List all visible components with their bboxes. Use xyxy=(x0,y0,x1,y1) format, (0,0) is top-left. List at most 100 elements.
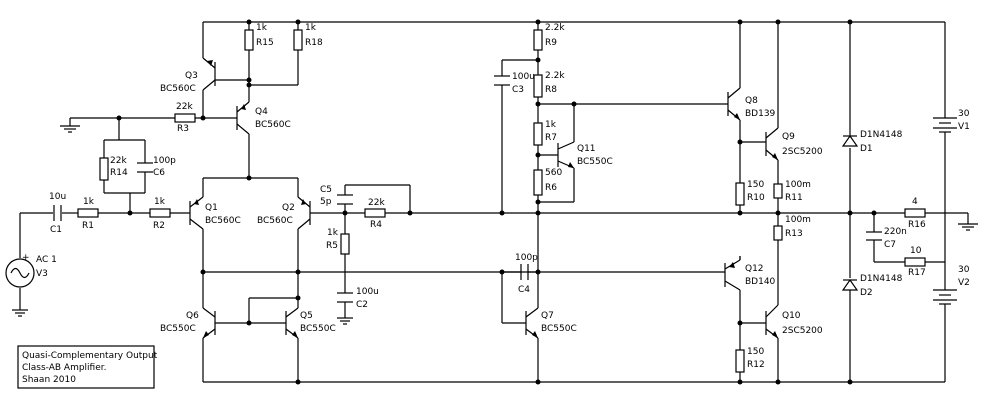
q4-value: BC560C xyxy=(255,120,291,130)
transistor-q8 xyxy=(727,87,741,121)
d1-ref: D1 xyxy=(860,144,873,154)
r4-ref: R4 xyxy=(370,220,382,230)
d2-ref: D2 xyxy=(860,288,873,298)
q4-ref: Q4 xyxy=(255,107,268,117)
resistor-r17 xyxy=(904,257,926,267)
resistor-r3 xyxy=(174,113,196,123)
c5-ref: C5 xyxy=(320,185,332,195)
r1-ref: R1 xyxy=(82,221,94,231)
q6-ref: Q6 xyxy=(186,311,199,321)
c2-ref: C2 xyxy=(356,300,368,310)
note-line-3: Shaan 2010 xyxy=(22,375,76,385)
r16-ref: R16 xyxy=(908,220,926,230)
transistor-q6 xyxy=(202,307,216,339)
d1-value: D1N4148 xyxy=(860,130,903,140)
r2-value: 1k xyxy=(154,197,166,207)
transistor-q3 xyxy=(202,57,216,91)
q11-ref: Q11 xyxy=(577,144,596,154)
r18-value: 1k xyxy=(305,23,317,33)
resistor-r5 xyxy=(340,233,350,255)
transistor-q10 xyxy=(765,304,779,339)
note-line-1: Quasi-Complementary Output xyxy=(22,351,158,361)
r6-ref: R6 xyxy=(545,183,557,193)
q1-ref: Q1 xyxy=(205,203,218,213)
capacitor-c1 xyxy=(53,205,62,221)
r7-ref: R7 xyxy=(545,133,557,143)
r5-ref: R5 xyxy=(326,241,338,251)
c7-ref: C7 xyxy=(884,240,896,250)
ground-symbol-c2 xyxy=(337,317,353,325)
r4-value: 22k xyxy=(368,198,385,208)
r13-ref: R13 xyxy=(785,229,803,239)
note-box xyxy=(17,345,155,389)
r17-value: 10 xyxy=(910,246,922,256)
r15-ref: R15 xyxy=(256,38,274,48)
ground-symbol-input xyxy=(12,309,28,317)
diodes xyxy=(841,134,859,291)
q5-ref: Q5 xyxy=(300,311,313,321)
v2-value: 30 xyxy=(958,265,970,275)
q2-value: BC560C xyxy=(257,216,293,226)
resistor-r13 xyxy=(773,225,783,241)
capacitor-c6 xyxy=(137,162,153,173)
r3-value: 22k xyxy=(176,102,193,112)
capacitor-c5 xyxy=(337,194,353,205)
c2-value: 100u xyxy=(356,287,379,297)
d2-value: D1N4148 xyxy=(860,274,903,284)
q7-value: BC550C xyxy=(541,324,577,334)
q11-value: BC550C xyxy=(577,157,613,167)
resistor-r16 xyxy=(904,208,926,218)
wires xyxy=(19,21,969,383)
q10-value: 2SC5200 xyxy=(782,326,823,336)
transistor-q4 xyxy=(236,101,250,135)
dc-source-v2 xyxy=(933,289,957,305)
resistor-r18 xyxy=(293,29,303,51)
r17-ref: R17 xyxy=(908,268,926,278)
transistor-q12 xyxy=(724,256,741,291)
q12-ref: Q12 xyxy=(745,264,764,274)
v2-ref: V2 xyxy=(958,278,970,288)
transistor-q5 xyxy=(285,307,299,339)
capacitor-c7 xyxy=(866,231,882,241)
transistor-q9 xyxy=(765,127,779,161)
resistor-r1 xyxy=(77,208,99,218)
r14-value: 22k xyxy=(110,156,127,166)
c7-value: 220n xyxy=(884,227,907,237)
ground-symbol-load xyxy=(958,223,978,231)
v3-plus: + xyxy=(22,253,30,263)
grounds xyxy=(12,125,978,325)
resistor-r10 xyxy=(735,182,745,206)
r12-ref: R12 xyxy=(747,360,765,370)
q6-value: BC550C xyxy=(160,324,196,334)
capacitor-c3 xyxy=(494,75,510,86)
q8-ref: Q8 xyxy=(745,96,758,106)
v3-ref: V3 xyxy=(36,269,48,279)
v1-value: 30 xyxy=(958,109,970,119)
c6-value: 100p xyxy=(153,156,176,166)
resistor-r15 xyxy=(244,29,254,51)
r18-ref: R18 xyxy=(305,38,323,48)
r5-value: 1k xyxy=(327,228,339,238)
r11-ref: R11 xyxy=(785,193,803,203)
r1-value: 1k xyxy=(83,197,95,207)
dc-source-v1 xyxy=(933,117,957,133)
resistor-r8 xyxy=(533,74,543,98)
capacitor-c2 xyxy=(337,292,353,303)
q3-ref: Q3 xyxy=(185,71,198,81)
r13-value: 100m xyxy=(785,215,811,225)
r2-ref: R2 xyxy=(153,221,165,231)
resistor-r2 xyxy=(149,208,171,218)
diode-d1 xyxy=(841,134,859,147)
r16-value: 4 xyxy=(912,197,918,207)
c4-ref: C4 xyxy=(518,285,530,295)
r10-ref: R10 xyxy=(747,193,765,203)
r6-value: 560 xyxy=(545,168,562,178)
r8-ref: R8 xyxy=(545,85,557,95)
r9-value: 2.2k xyxy=(545,23,565,33)
diode-d2 xyxy=(841,278,859,291)
transistor-q2 xyxy=(297,196,311,230)
resistor-r14 xyxy=(99,157,109,181)
r12-value: 150 xyxy=(747,347,764,357)
r8-value: 2.2k xyxy=(545,71,565,81)
